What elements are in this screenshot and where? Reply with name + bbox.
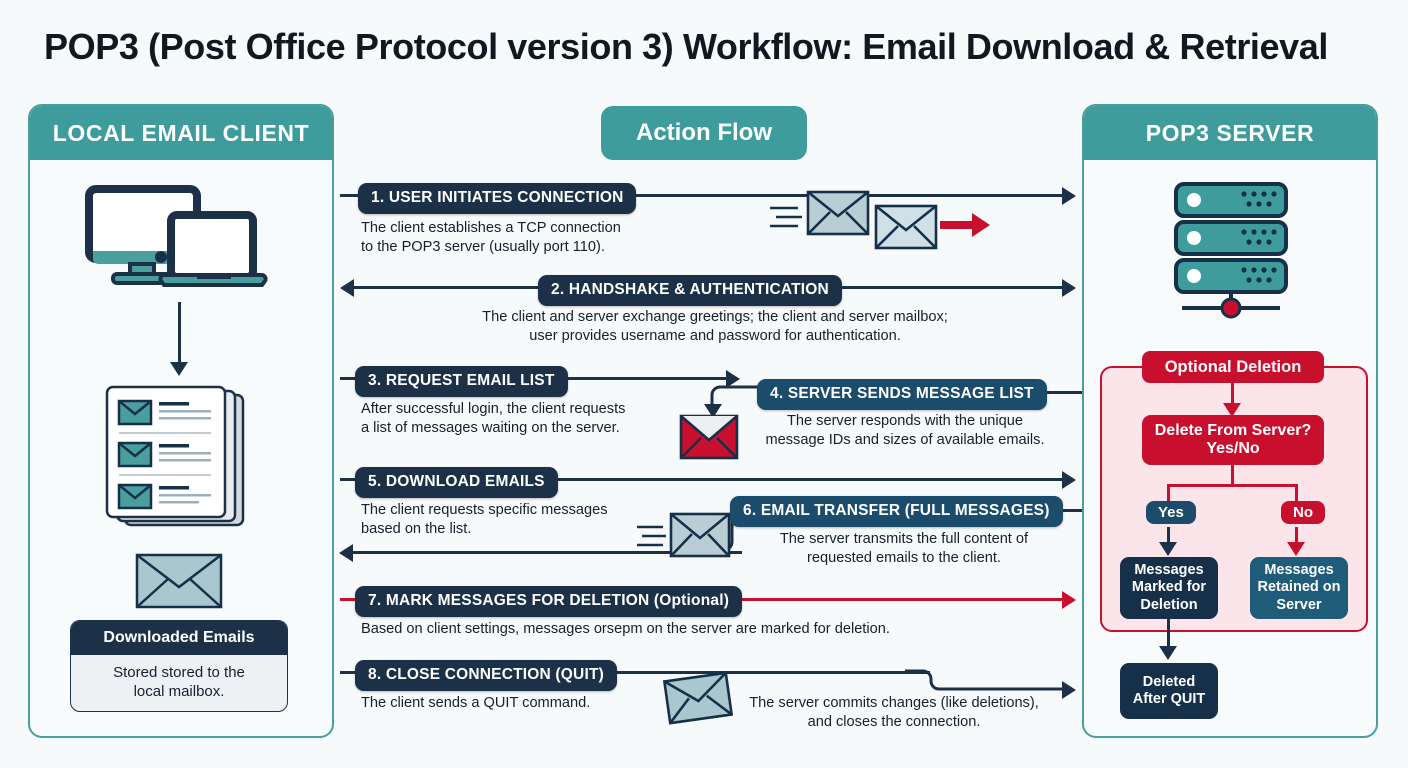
step8-envelope-icon bbox=[662, 670, 734, 726]
step1-arrow bbox=[1062, 187, 1076, 205]
step2-arrow-right bbox=[1062, 279, 1076, 297]
deletion-connector-2 bbox=[1231, 465, 1234, 484]
deleted-connector bbox=[1167, 619, 1170, 649]
client-flow-arrow bbox=[170, 362, 188, 376]
step3-arrow bbox=[726, 370, 740, 388]
step4-red-envelope-icon bbox=[679, 414, 739, 460]
step1-line bbox=[340, 194, 1070, 197]
step-8-desc-2: The server commits changes (like deletio… bbox=[749, 695, 1039, 731]
local-email-client-header: LOCAL EMAIL CLIENT bbox=[30, 106, 332, 160]
mailbox-envelope-icon bbox=[135, 553, 223, 609]
step-1-desc: The client establishes a TCP connection … bbox=[361, 220, 621, 256]
downloaded-emails-card: Downloaded Emails Stored stored to the l… bbox=[70, 620, 288, 712]
deleted-after-quit-box: Deleted After QUIT bbox=[1120, 663, 1218, 719]
deletion-branch-yes bbox=[1167, 484, 1170, 503]
step-5-label[interactable]: 5. DOWNLOAD EMAILS bbox=[355, 467, 558, 498]
step-1-label[interactable]: 1. USER INITIATES CONNECTION bbox=[358, 183, 637, 214]
deletion-branch-no bbox=[1295, 484, 1298, 503]
step7-arrow bbox=[1062, 591, 1076, 609]
downloaded-emails-body: Stored stored to the local mailbox. bbox=[113, 664, 245, 700]
step8-arrow bbox=[1062, 681, 1076, 699]
step-7-desc: Based on client settings, messages orsep… bbox=[361, 621, 890, 637]
step4-arrow bbox=[704, 404, 722, 418]
step4-return-connector bbox=[690, 381, 770, 413]
step6-envelope-icon bbox=[637, 511, 733, 559]
step-7-label[interactable]: 7. MARK MESSAGES FOR DELETION (Optional) bbox=[355, 586, 743, 617]
no-arrow bbox=[1287, 542, 1305, 556]
step2-arrow-left bbox=[340, 279, 354, 297]
step-3-label[interactable]: 3. REQUEST EMAIL LIST bbox=[355, 366, 568, 397]
step-4-desc: The server responds with the unique mess… bbox=[765, 413, 1045, 449]
deleted-arrow bbox=[1159, 646, 1177, 660]
step-4-label[interactable]: 4. SERVER SENDS MESSAGE LIST bbox=[757, 379, 1047, 410]
devices-icon bbox=[85, 185, 275, 290]
server-rack-icon bbox=[1172, 182, 1290, 319]
step-8-desc: The client sends a QUIT command. bbox=[361, 695, 591, 711]
step-6-label[interactable]: 6. EMAIL TRANSFER (FULL MESSAGES) bbox=[730, 496, 1063, 527]
step5-arrow bbox=[1062, 471, 1076, 489]
step8-line bbox=[340, 671, 930, 674]
step-2-label[interactable]: 2. HANDSHAKE & AUTHENTICATION bbox=[538, 275, 842, 306]
step8-step-connector bbox=[905, 662, 1075, 692]
delete-decision-box: Delete From Server? Yes/No bbox=[1142, 415, 1324, 465]
messages-retained-on-server-box: Messages Retained on Server bbox=[1250, 557, 1348, 619]
client-flow-connector bbox=[178, 302, 181, 364]
step-6-desc: The server transmits the full content of… bbox=[779, 531, 1029, 567]
deletion-arrow-1 bbox=[1223, 403, 1241, 417]
action-flow-badge: Action Flow bbox=[601, 106, 807, 160]
deletion-branch-bar bbox=[1167, 484, 1298, 487]
step6-arrow bbox=[339, 544, 353, 562]
downloaded-emails-title: Downloaded Emails bbox=[71, 621, 287, 655]
step-5-desc: The client requests specific messages ba… bbox=[361, 502, 608, 538]
step-3-desc: After successful login, the client reque… bbox=[361, 401, 626, 437]
step1-envelope-icon bbox=[770, 190, 1000, 250]
yes-badge: Yes bbox=[1146, 501, 1196, 524]
messages-marked-for-deletion-box: Messages Marked for Deletion bbox=[1120, 557, 1218, 619]
step4-line bbox=[1040, 391, 1082, 394]
step-2-desc: The client and server exchange greetings… bbox=[482, 309, 948, 345]
yes-arrow bbox=[1159, 542, 1177, 556]
no-badge: No bbox=[1281, 501, 1325, 524]
no-connector bbox=[1295, 527, 1298, 545]
optional-deletion-label: Optional Deletion bbox=[1142, 351, 1324, 383]
step5-line bbox=[340, 478, 1068, 481]
pop3-server-header: POP3 SERVER bbox=[1084, 106, 1376, 160]
step6-line bbox=[352, 551, 742, 554]
email-list-document-icon bbox=[105, 385, 260, 535]
step-8-label[interactable]: 8. CLOSE CONNECTION (QUIT) bbox=[355, 660, 617, 691]
deletion-connector-1 bbox=[1231, 383, 1234, 405]
yes-connector bbox=[1167, 527, 1170, 545]
page-title: POP3 (Post Office Protocol version 3) Wo… bbox=[44, 26, 1328, 67]
